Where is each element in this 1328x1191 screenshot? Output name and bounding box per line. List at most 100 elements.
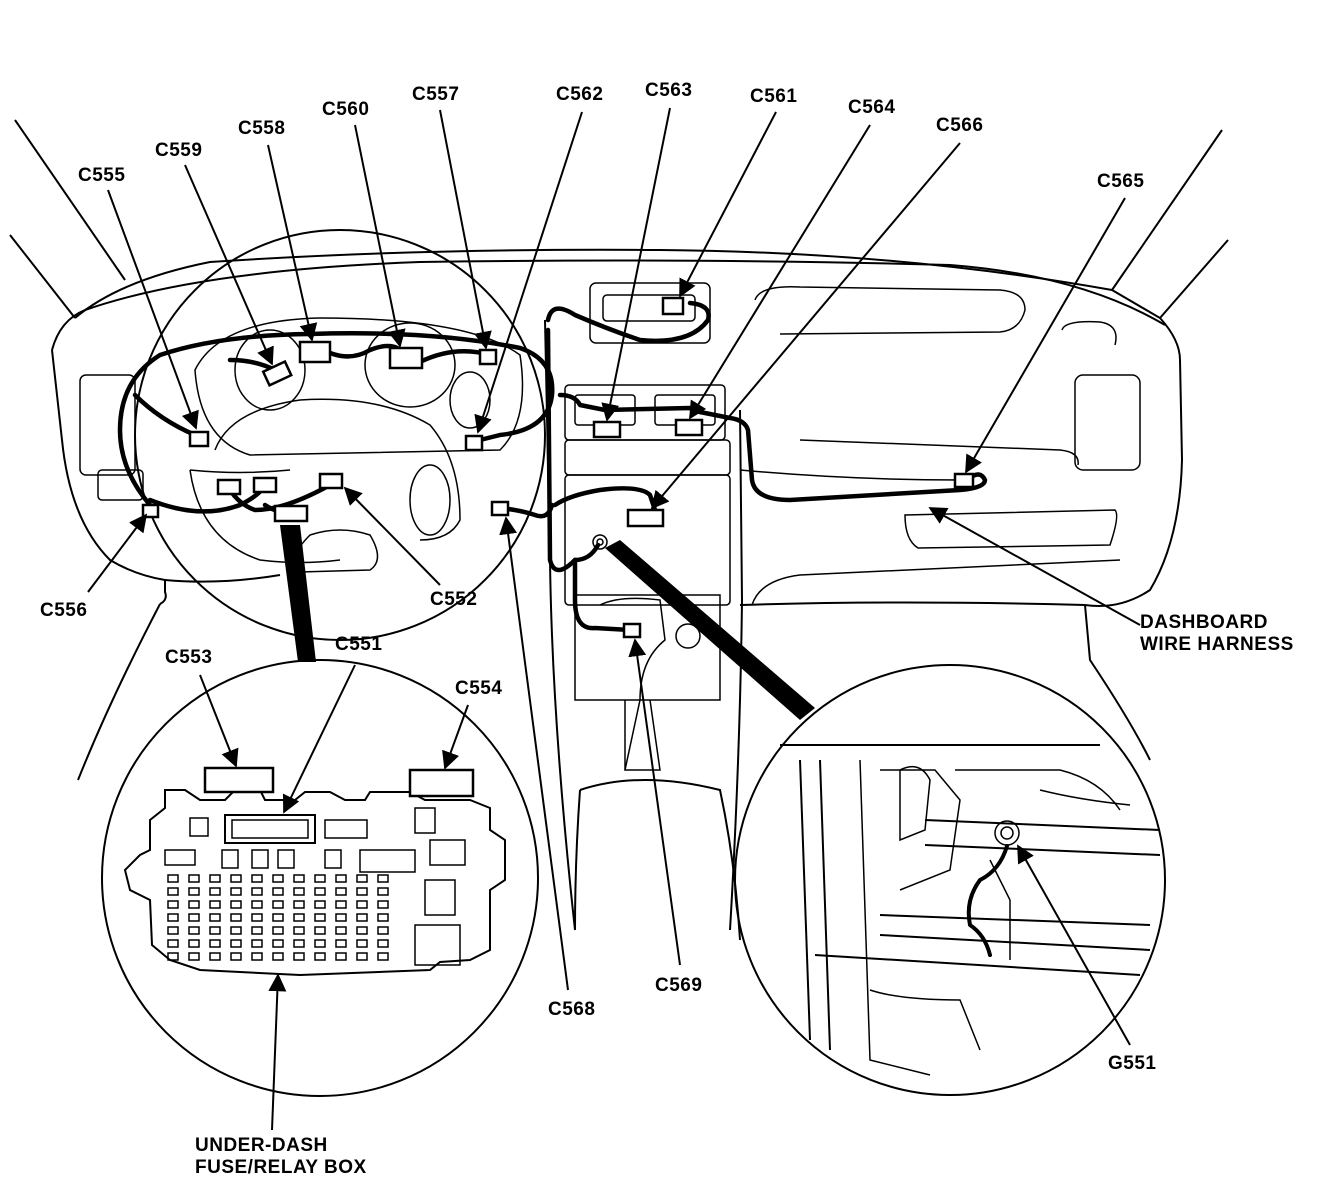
ground-point-small [592, 534, 608, 550]
label-c561: C561 [750, 86, 798, 107]
fuse-slot [188, 887, 200, 896]
fuse-slot [209, 952, 221, 961]
label-c556: C556 [40, 600, 88, 621]
leader-lines [87, 107, 1141, 1131]
fuse-slot [314, 900, 326, 909]
fuse-slot [272, 926, 284, 935]
fuse-slot [209, 900, 221, 909]
label-c551: C551 [335, 634, 383, 655]
fuse-slot [335, 913, 347, 922]
connector-c561 [661, 296, 685, 316]
fuse-slot [209, 887, 221, 896]
fuse-slot [356, 913, 368, 922]
connector-c555 [188, 430, 210, 448]
connector-c560 [388, 346, 424, 370]
fuse-slot [230, 887, 242, 896]
fuse-slot [335, 900, 347, 909]
fuse-slot [209, 913, 221, 922]
label-c560: C560 [322, 99, 370, 120]
connector-c553-main [216, 478, 242, 496]
fuse-slot [188, 874, 200, 883]
connector-c551-main [252, 476, 278, 494]
fuse-slot [377, 900, 389, 909]
fuse-slot [293, 900, 305, 909]
fuse-slot [209, 926, 221, 935]
label-c568: C568 [548, 999, 596, 1020]
label-c563: C563 [645, 80, 693, 101]
label-c559: C559 [155, 140, 203, 161]
fuse-slot [356, 900, 368, 909]
fuse-slot [188, 939, 200, 948]
label-under-dash-fuse-relay-box: UNDER-DASH FUSE/RELAY BOX [195, 1135, 367, 1179]
fuse-slot [167, 900, 179, 909]
fuse-slot [377, 874, 389, 883]
fuse-slot [356, 952, 368, 961]
fuse-slot [335, 926, 347, 935]
connector-c565 [953, 472, 975, 489]
connector-c559 [261, 359, 293, 387]
fuse-slot [314, 874, 326, 883]
fuse-slot [251, 913, 263, 922]
dashboard-outline [9, 119, 1229, 941]
connector-c562 [464, 434, 484, 452]
fuse-slot [314, 887, 326, 896]
label-c553: C553 [165, 647, 213, 668]
fuse-slot [272, 887, 284, 896]
label-c554: C554 [455, 678, 503, 699]
connector-c557 [478, 348, 498, 366]
fuse-slot [251, 952, 263, 961]
fuse-slot [314, 913, 326, 922]
connector-c552 [318, 472, 344, 490]
fuse-slot [293, 952, 305, 961]
fuse-slot [356, 887, 368, 896]
fuse-box-inset [101, 525, 539, 1097]
fuse-slot [293, 939, 305, 948]
fuse-slot [272, 874, 284, 883]
label-c566: C566 [936, 115, 984, 136]
fuse-slot [293, 913, 305, 922]
fuse-slot [230, 952, 242, 961]
fuse-slot [272, 952, 284, 961]
fuse-slot [167, 926, 179, 935]
label-c557: C557 [412, 84, 460, 105]
connector-c558 [298, 340, 332, 364]
fuse-slot [377, 939, 389, 948]
connectors [141, 296, 975, 639]
fuse-slot [188, 913, 200, 922]
fuse-slot [314, 939, 326, 948]
connector-c564 [674, 418, 704, 437]
fuse-slot [377, 926, 389, 935]
fuse-slot [272, 913, 284, 922]
ground-inset [605, 540, 1166, 1096]
wire-harness [117, 300, 988, 633]
fuse-slot [356, 926, 368, 935]
fuse-slot [167, 939, 179, 948]
fuse-slot [377, 887, 389, 896]
label-c569: C569 [655, 975, 703, 996]
connector-c563 [592, 420, 622, 439]
label-dashboard-wire-harness: DASHBOARD WIRE HARNESS [1140, 612, 1294, 656]
fuse-slot [335, 887, 347, 896]
connector-c566 [626, 508, 665, 528]
fuse-slot [377, 913, 389, 922]
fuse-slot [209, 939, 221, 948]
fuse-slot [314, 926, 326, 935]
label-c555: C555 [78, 165, 126, 186]
fuse-slot [230, 874, 242, 883]
label-c565: C565 [1097, 171, 1145, 192]
fuse-slot [188, 952, 200, 961]
fuse-slot [314, 952, 326, 961]
label-c552: C552 [430, 589, 478, 610]
connector-c554-main [273, 504, 309, 523]
fuse-slot [335, 939, 347, 948]
fuse-slot [188, 926, 200, 935]
label-fuse-box-line-1: UNDER-DASH [195, 1135, 328, 1156]
label-fuse-box-line-2: FUSE/RELAY BOX [195, 1157, 367, 1178]
connector-c569 [622, 622, 642, 639]
fuse-slot [251, 926, 263, 935]
fuse-slot [272, 939, 284, 948]
label-dashboard-line-2: WIRE HARNESS [1140, 634, 1294, 655]
fuse-slot [167, 887, 179, 896]
ground-point-small-inner [596, 538, 604, 546]
